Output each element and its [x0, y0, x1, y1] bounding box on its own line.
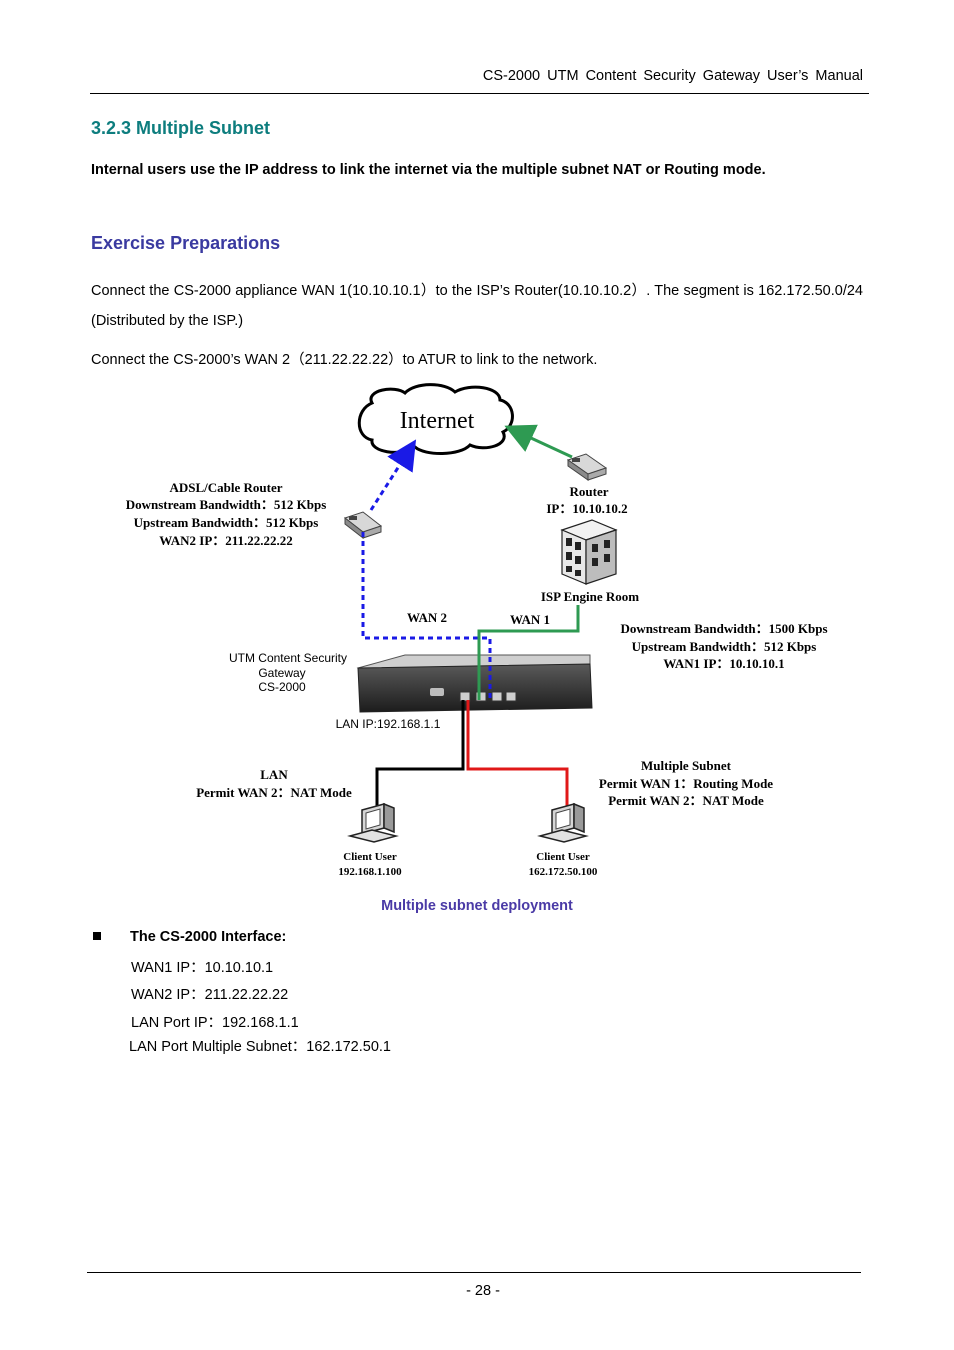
interface-title: The CS-2000 Interface:: [130, 929, 287, 945]
subnet-link: [466, 700, 569, 806]
exercise-heading: Exercise Preparations: [91, 233, 281, 253]
interface-wan1: WAN1 IP：10.10.10.1: [131, 960, 274, 976]
lan-label: LAN: [260, 767, 288, 782]
adsl-wan2-ip: WAN2 IP：211.22.22.22: [159, 533, 293, 548]
network-diagram: Internet: [126, 383, 828, 878]
interface-subnet: LAN Port Multiple Subnet：162.172.50.1: [129, 1039, 391, 1055]
header-title: CS-2000 UTM Content Security Gateway Use…: [482, 68, 863, 84]
paragraph-wan2: Connect the CS-2000’s WAN 2（211.22.22.22…: [91, 352, 598, 368]
header-divider: [90, 93, 869, 94]
wan2-label: WAN 2: [407, 610, 447, 625]
client1-label: Client User: [343, 851, 397, 863]
isp-router-icon: [566, 453, 608, 481]
bullet-square-icon: [93, 932, 101, 940]
isp-wan1-ip: WAN1 IP：10.10.10.1: [663, 656, 784, 671]
client-pc-icon: [537, 802, 589, 843]
adsl-upstream: Upstream Bandwidth：512 Kbps: [134, 515, 319, 530]
internet-cloud-icon: [357, 383, 514, 455]
intro-text: Internal users use the IP address to lin…: [91, 162, 766, 178]
adsl-router-icon: [343, 511, 383, 540]
page-number: - 28 -: [466, 1283, 500, 1299]
adsl-to-internet-link: [369, 439, 417, 511]
adsl-downstream: Downstream Bandwidth：512 Kbps: [126, 497, 327, 512]
subnet-label: Multiple Subnet: [641, 758, 732, 773]
client1-ip: 192.168.1.100: [338, 866, 402, 878]
adsl-label: ADSL/Cable Router: [169, 480, 282, 495]
internet-label: Internet: [400, 408, 475, 434]
wan2-link: [361, 532, 492, 700]
router-label: Router: [570, 484, 609, 499]
wan1-label: WAN 1: [510, 612, 550, 627]
isp-building-icon: [560, 519, 618, 585]
footer-divider: [87, 1272, 861, 1273]
router-ip: IP：10.10.10.2: [546, 501, 627, 516]
interface-lan: LAN Port IP：192.168.1.1: [131, 1015, 299, 1031]
section-heading: 3.2.3 Multiple Subnet: [91, 118, 271, 138]
interface-wan2: WAN2 IP：211.22.22.22: [131, 987, 289, 1003]
gateway-label: UTM Content Security: [229, 651, 347, 665]
client-pc-icon: [347, 802, 399, 843]
gateway-label-2: Gateway: [258, 666, 305, 680]
subnet-permit-wan2: Permit WAN 2：NAT Mode: [608, 793, 764, 808]
lan-ip-label: LAN IP:192.168.1.1: [336, 717, 441, 731]
isp-upstream: Upstream Bandwidth：512 Kbps: [632, 639, 817, 654]
client2-ip: 162.172.50.100: [529, 866, 598, 878]
subnet-permit-wan1: Permit WAN 1：Routing Mode: [599, 776, 773, 791]
lan-link: [375, 700, 465, 806]
gateway-model: CS-2000: [258, 680, 306, 694]
figure-caption: Multiple subnet deployment: [381, 898, 573, 914]
paragraph-wan1: Connect the CS-2000 appliance WAN 1(10.1…: [91, 283, 863, 329]
isp-room-label: ISP Engine Room: [541, 589, 639, 604]
lan-permit: Permit WAN 2：NAT Mode: [196, 785, 352, 800]
cs2000-gateway-icon: [356, 654, 593, 713]
wan1-link: [477, 605, 580, 700]
isp-to-internet-link: [504, 424, 573, 459]
client2-label: Client User: [536, 851, 590, 863]
isp-downstream: Downstream Bandwidth：1500 Kbps: [620, 621, 827, 636]
